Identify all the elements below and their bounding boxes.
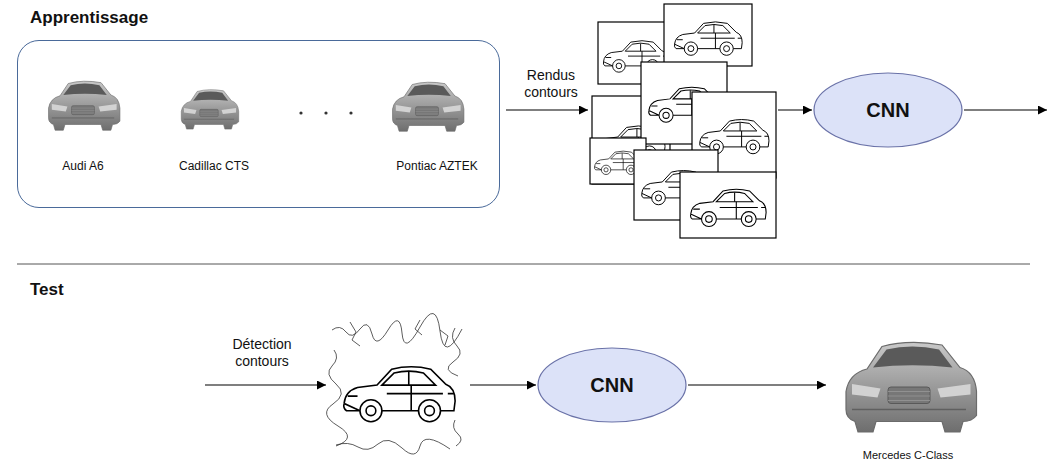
- network-name: CNN: [590, 374, 633, 397]
- car-model-name: Pontiac AZTEK: [396, 159, 477, 173]
- ellipse-outline: [538, 348, 686, 422]
- arrow-label: Détection contours: [219, 336, 305, 370]
- cnn-ellipse: CNN: [813, 72, 963, 148]
- network-name: CNN: [866, 99, 909, 122]
- cnn-ellipse: CNN: [537, 347, 687, 423]
- section-heading: Apprentissage: [30, 8, 148, 28]
- car-model-name: Audi A6: [62, 159, 103, 173]
- result-caption: Mercedes C-Class: [863, 449, 953, 462]
- arrow-label: Rendus contours: [514, 67, 588, 101]
- car-model-name: Cadillac CTS: [179, 159, 249, 173]
- training-set-panel: Audi A6 Cadillac CTS Pontiac AZTEK: [17, 40, 500, 208]
- section-heading: Test: [30, 280, 64, 300]
- ellipse-outline: [814, 73, 962, 147]
